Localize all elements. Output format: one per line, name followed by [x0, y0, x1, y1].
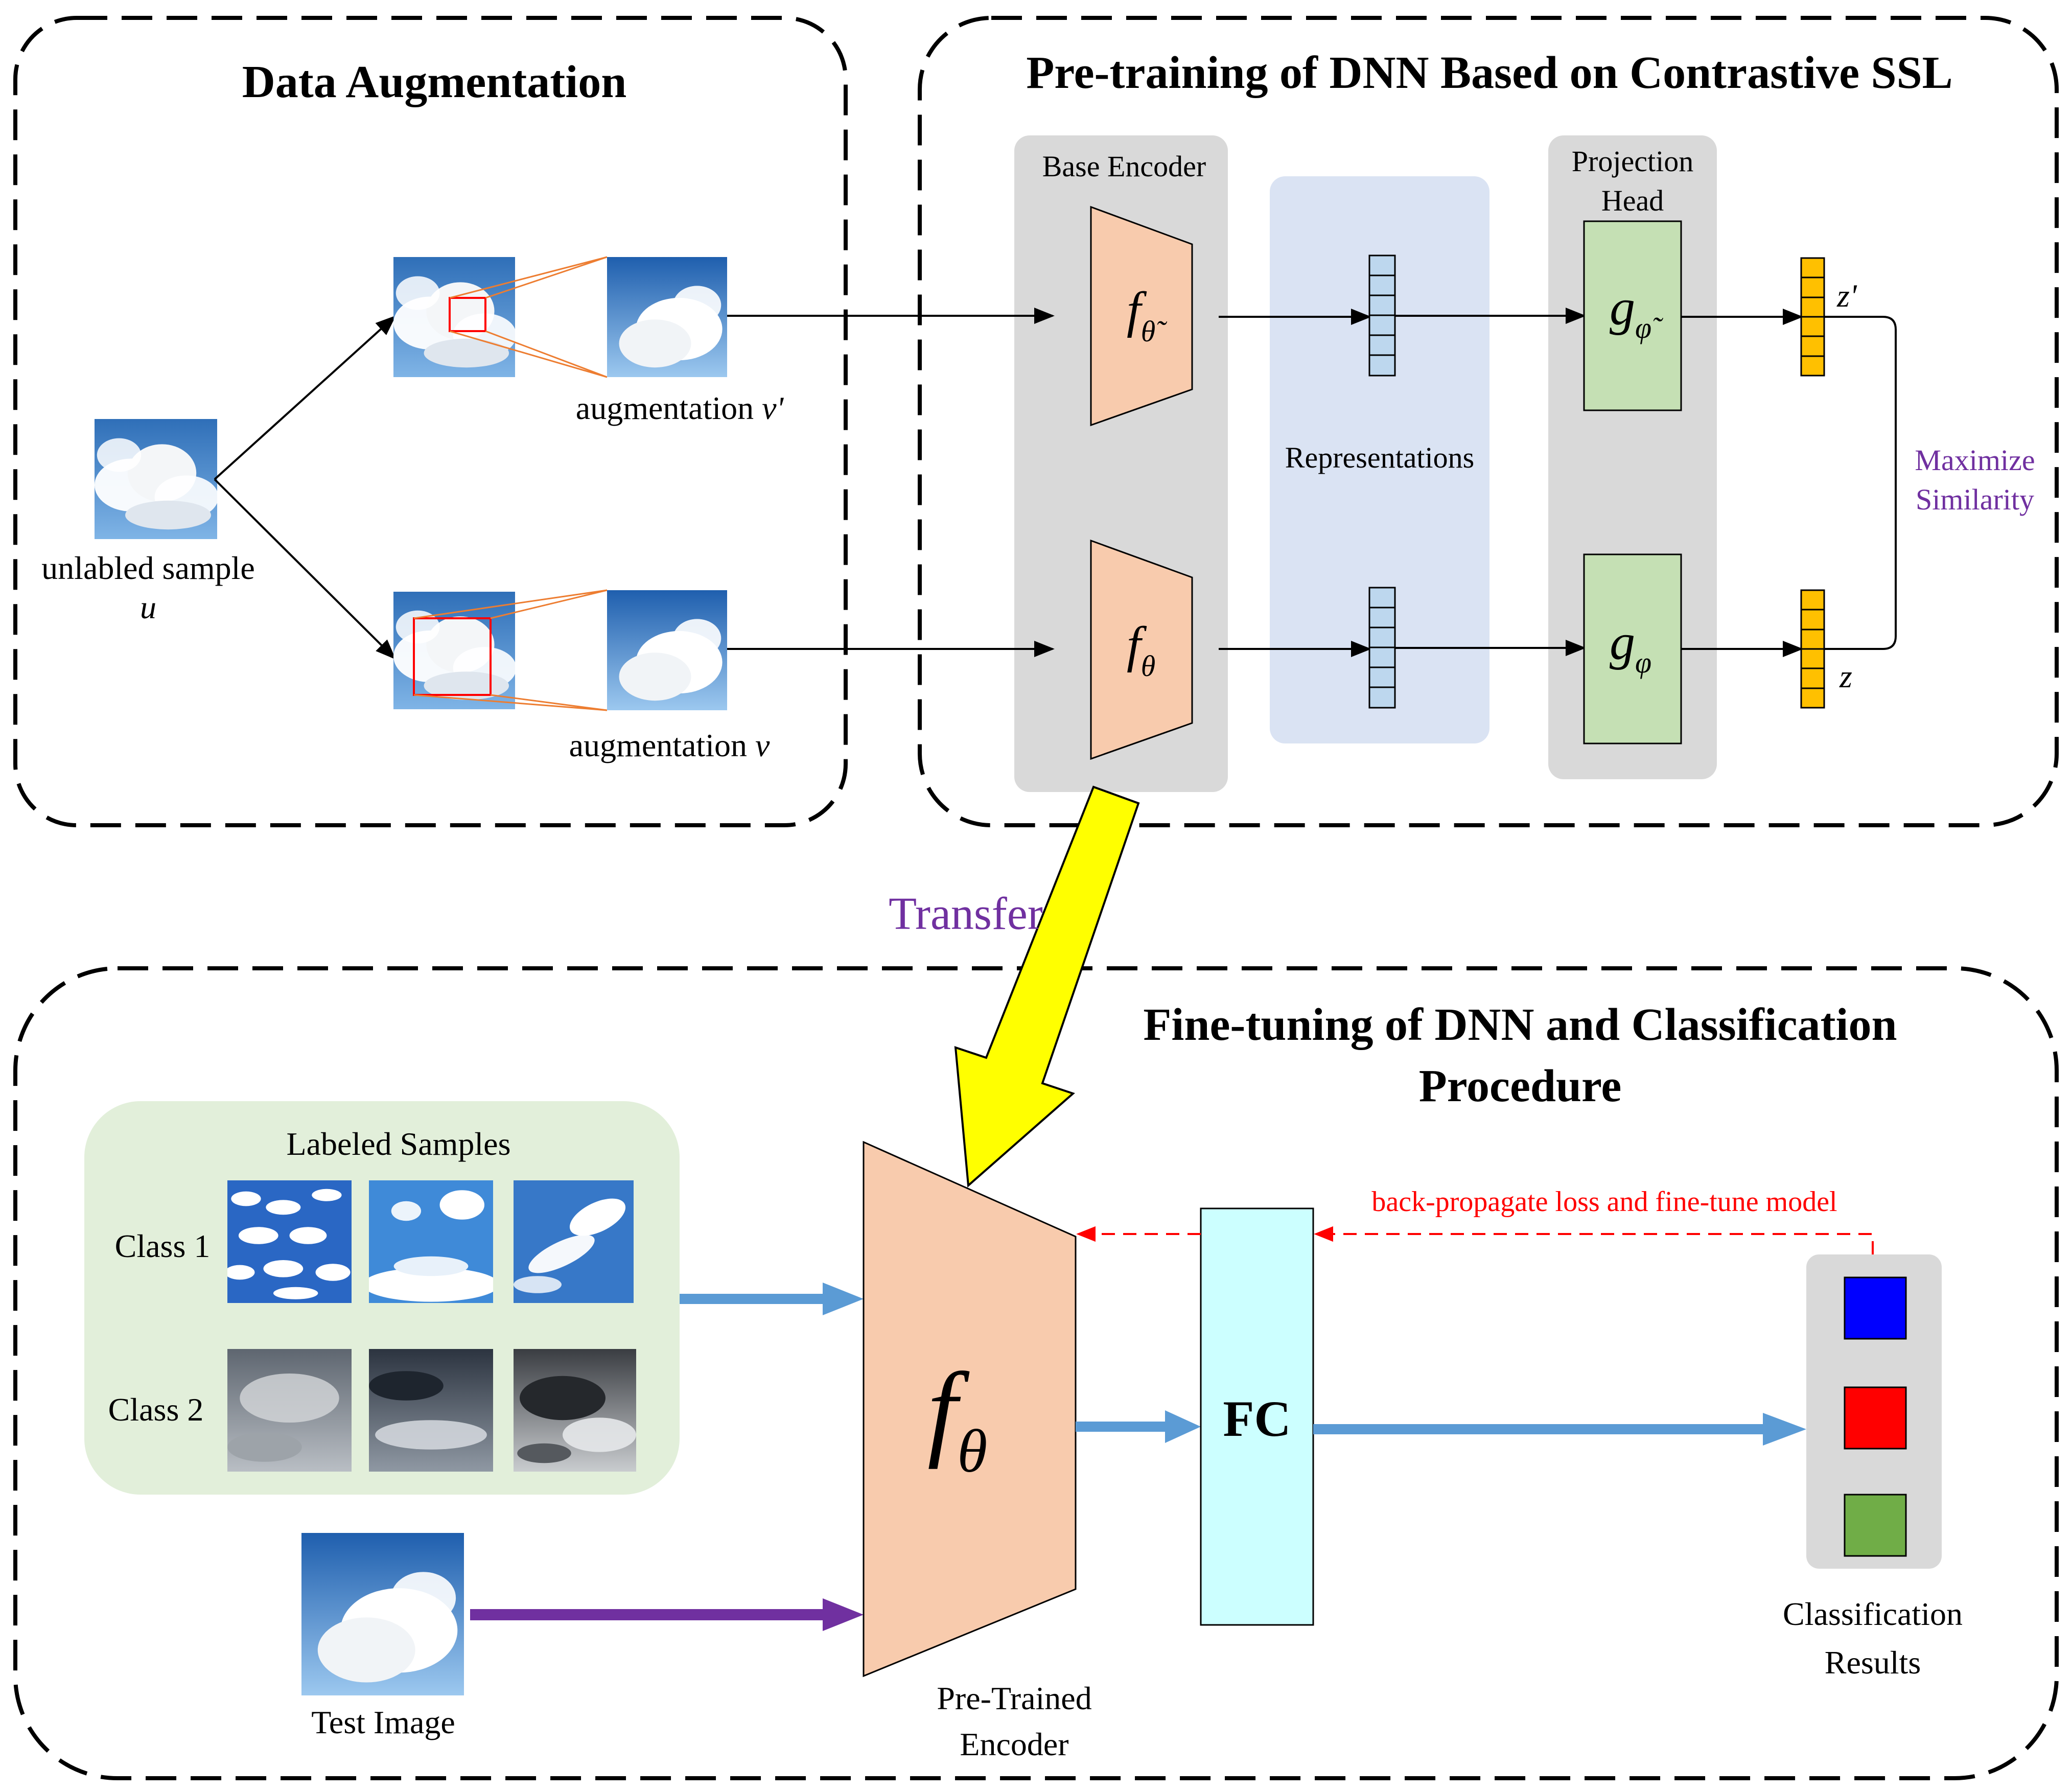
data-augmentation-panel: Data Augmentation unlabled sample u augm…: [13, 16, 848, 827]
labeled-samples-title: Labeled Samples: [287, 1126, 511, 1162]
class2-label: Class 2: [108, 1391, 204, 1428]
encoder-top-trapezoid: [1090, 205, 1193, 427]
projection-bottom-symbol: gφ: [1610, 614, 1651, 679]
unlabeled-sample-symbol: u: [140, 589, 156, 625]
fc-layer-box: [1200, 1207, 1314, 1626]
pretrained-encoder-trapezoid: [863, 1141, 1077, 1678]
augmentation-panel-border: [13, 16, 848, 827]
aug-bottom-zoom-line-3: [413, 589, 608, 619]
finetune-title-line2: Procedure: [1419, 1061, 1622, 1111]
arrow-sample-to-aug-bottom: [214, 478, 396, 660]
z-top-label: z': [1836, 277, 1857, 314]
projection-bottom-box: [1583, 553, 1682, 744]
pretraining-panel: Pre-training of DNN Based on Contrastive…: [727, 16, 2059, 827]
result-class-red: [1844, 1386, 1907, 1450]
aug-bottom-result-image: [607, 590, 727, 710]
unlabeled-sample-image: [95, 419, 217, 539]
class2-sample-3: [514, 1349, 636, 1472]
results-label-line2: Results: [1825, 1644, 1921, 1681]
test-image: [301, 1533, 464, 1695]
result-class-blue: [1844, 1276, 1907, 1340]
base-encoder-label: Base Encoder: [1042, 150, 1206, 183]
aug-bottom-crop-box: [413, 617, 492, 696]
pretrained-label-line1: Pre-Trained: [937, 1680, 1091, 1716]
arrow-sample-to-aug-top: [214, 315, 396, 480]
augmentation-title: Data Augmentation: [242, 57, 627, 107]
z-vector-bottom: [1800, 589, 1825, 709]
pretraining-title: Pre-training of DNN Based on Contrastive…: [1026, 48, 1952, 98]
representations-background: [1270, 176, 1489, 743]
maximize-label-line2: Similarity: [1916, 483, 2034, 516]
transfer-arrow: [954, 785, 1140, 1188]
unlabeled-sample-label: unlabled sample: [41, 550, 255, 586]
projection-top-symbol: gφ̃: [1610, 279, 1663, 344]
backprop-label: back-propagate loss and fine-tune model: [1371, 1186, 1837, 1218]
aug-bottom-label: augmentation v: [569, 727, 770, 763]
aug-top-source-image: [393, 257, 515, 377]
z-bottom-label: z: [1839, 658, 1852, 694]
pretraining-panel-border: [918, 16, 2059, 827]
transfer-label: Transfer: [889, 889, 1043, 939]
finetune-title-line1: Fine-tuning of DNN and Classification: [1143, 999, 1897, 1050]
transfer-arrow-group: Transfer: [889, 785, 1140, 1188]
z-vector-top: [1800, 257, 1825, 377]
aug-bottom-zoom-line-2: [490, 694, 608, 711]
aug-top-zoom-line-2: [485, 330, 608, 378]
representation-vector-top: [1368, 254, 1396, 377]
arrow-labeled-to-encoder-head: [823, 1283, 864, 1315]
class2-sample-2: [369, 1349, 493, 1472]
encoder-bottom-trapezoid: [1090, 539, 1193, 760]
class2-sample-1: [227, 1349, 352, 1472]
arrow-encoder-to-fc-head: [1165, 1410, 1201, 1443]
aug-bottom-zoom-line-4: [413, 694, 608, 711]
arrow-fc-to-results-head: [1763, 1413, 1806, 1446]
aug-top-label: augmentation v': [576, 390, 784, 426]
backprop-arrow-to-fc: [1314, 1226, 1874, 1254]
arrow-test-to-encoder-head: [823, 1598, 864, 1631]
representations-label: Representations: [1285, 441, 1474, 474]
aug-top-zoom-line-3: [449, 256, 608, 299]
projection-head-label-line1: Projection: [1572, 145, 1693, 178]
projection-top-box: [1583, 220, 1682, 411]
aug-top-result-image: [607, 257, 727, 377]
aug-bottom-source-image: [393, 592, 515, 709]
result-class-green: [1844, 1494, 1907, 1557]
class1-sample-3: [514, 1180, 634, 1303]
aug-bottom-zoom-line-1: [490, 589, 608, 619]
class1-sample-1: [227, 1180, 352, 1303]
maximize-label-line1: Maximize: [1915, 444, 2035, 477]
pretrained-label-line2: Encoder: [960, 1726, 1068, 1762]
class1-sample-2: [369, 1180, 493, 1303]
class1-label: Class 1: [115, 1228, 211, 1264]
aug-top-zoom-line-4: [449, 330, 608, 378]
aug-top-zoom-line-1: [485, 256, 608, 299]
similarity-connector: [1824, 316, 1897, 650]
projection-head-label-line2: Head: [1601, 184, 1664, 217]
results-label-line1: Classification: [1783, 1596, 1963, 1632]
finetune-panel: Fine-tuning of DNN and Classification Pr…: [13, 966, 2059, 1780]
fc-label: FC: [1223, 1390, 1291, 1447]
test-image-label: Test Image: [311, 1704, 455, 1740]
aug-top-crop-box: [449, 297, 486, 332]
representation-vector-bottom: [1368, 587, 1396, 709]
